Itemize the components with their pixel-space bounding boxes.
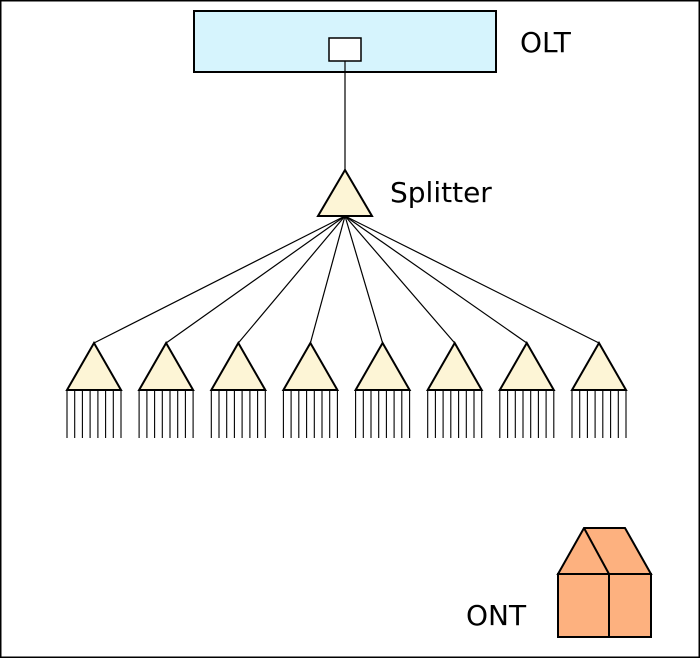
distribution-fiber: [93, 215, 346, 344]
olt-label: OLT: [520, 26, 572, 59]
secondary-splitter-group: [137, 340, 195, 438]
secondary-splitter-group: [281, 340, 340, 438]
distribution-fiber: [344, 215, 384, 344]
distribution-fiber: [309, 215, 346, 344]
secondary-splitter: [137, 340, 195, 391]
secondary-splitter: [570, 340, 628, 391]
distribution-fiber: [237, 215, 346, 344]
secondary-splitter: [353, 340, 412, 391]
olt-port: [328, 37, 362, 62]
secondary-splitter: [425, 340, 484, 391]
secondary-splitter-group: [498, 340, 556, 438]
ont-house: [556, 527, 653, 638]
secondary-splitter-group: [209, 340, 268, 438]
secondary-splitter-group: [353, 340, 412, 438]
secondary-splitters: [65, 340, 628, 438]
secondary-splitter: [65, 340, 123, 391]
secondary-splitter: [209, 340, 268, 391]
ont-label: ONT: [466, 599, 527, 632]
distribution-fiber: [344, 215, 600, 344]
distribution-fiber: [344, 215, 528, 344]
primary-splitter: [316, 168, 374, 217]
distribution-fiber: [165, 215, 346, 344]
distribution-fibers: [93, 215, 600, 344]
distribution-fiber: [344, 215, 456, 344]
splitter-label: Splitter: [390, 176, 492, 209]
secondary-splitter-group: [570, 340, 628, 438]
secondary-splitter: [281, 340, 340, 391]
ont-wall: [557, 573, 652, 638]
secondary-splitter-group: [425, 340, 484, 438]
secondary-splitter-group: [65, 340, 123, 438]
ont-roof-ridge: [583, 527, 610, 575]
secondary-splitter: [498, 340, 556, 391]
